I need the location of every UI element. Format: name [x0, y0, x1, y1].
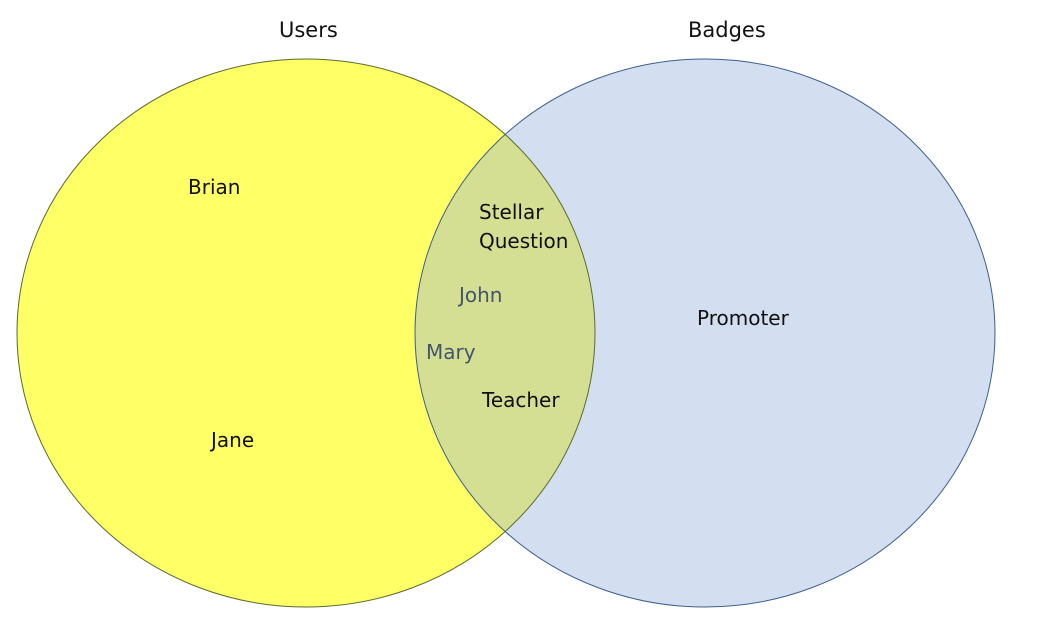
item-jane: Jane: [211, 428, 255, 452]
item-stellar-question-line1: Stellar: [479, 200, 544, 224]
badges-set-title: Badges: [688, 18, 766, 42]
users-set-title: Users: [279, 18, 338, 42]
item-mary: Mary: [426, 340, 476, 364]
item-brian: Brian: [188, 175, 241, 199]
item-teacher: Teacher: [482, 388, 560, 412]
item-promoter: Promoter: [697, 306, 789, 330]
users-set-ellipse: [17, 59, 595, 607]
badges-set-outline: [414, 58, 996, 608]
badges-set-ellipse: [415, 59, 995, 607]
item-john: John: [459, 283, 503, 307]
item-stellar-question-line2: Question: [479, 229, 569, 253]
users-set-outline: [16, 58, 596, 608]
